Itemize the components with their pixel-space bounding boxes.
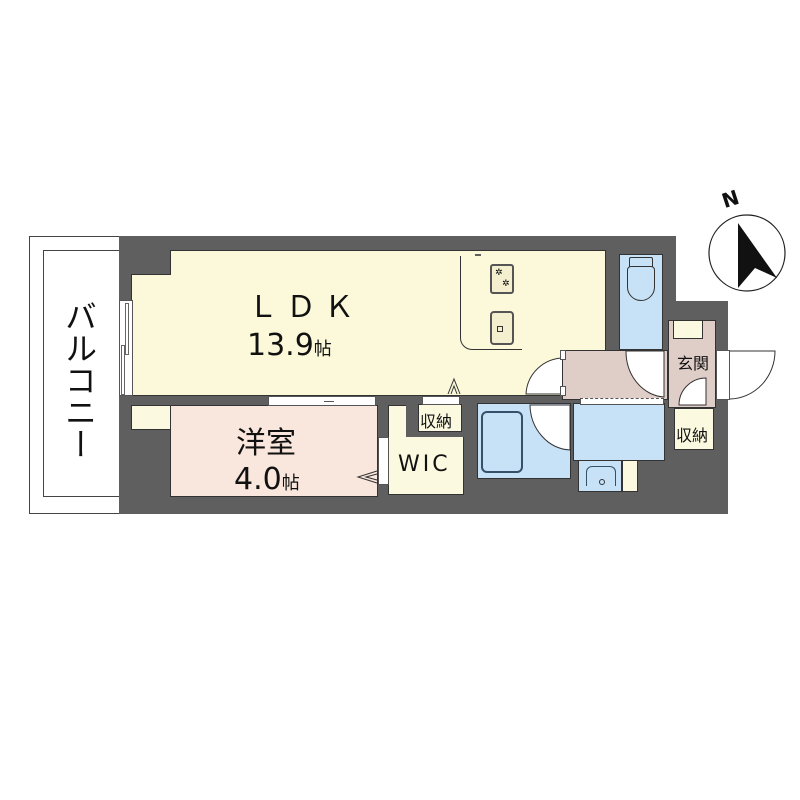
toilet-door-swing [625,351,665,398]
toilet-bowl-icon [627,266,655,301]
washer-space [622,460,638,492]
ldk-area-unit: 帖 [313,339,332,360]
bathtub-icon [481,411,523,473]
ldk-storage-door-mark [447,377,461,395]
washbasin-area [578,460,622,492]
wic-opening [378,437,389,485]
balcony-inner [43,250,121,497]
storage-1-label: 収納 [420,412,453,431]
stove-icon: ✲ ✲ [490,264,514,294]
balcony-label: バルコニー [60,300,98,460]
entrance-storage-door-swing [678,377,707,406]
western-room-name: 洋室 [236,426,296,461]
western-room-area-unit: 帖 [281,473,300,494]
compass-arrow-icon [708,214,786,292]
room-western[interactable] [170,405,378,497]
western-room-area-value: 4.0 [234,462,282,497]
compass-north-label: N [718,184,743,214]
wic-door-mark [356,470,378,484]
ldk-window[interactable] [119,300,133,396]
front-door-swing [729,350,776,400]
hall-frame-left [560,350,566,360]
ldk-name: ＬＤＫ [248,290,362,325]
washroom-sliding-door[interactable] [580,398,664,405]
room-washroom[interactable] [573,403,665,461]
entrance-label: 玄関 [677,354,710,373]
ldk-door-swing [525,357,565,395]
western-room-closet [131,405,171,430]
ldk-area: 13.9帖 [247,328,332,363]
storage-1-door[interactable] [422,396,460,405]
washbasin-icon [586,466,616,486]
western-room-sliding-door[interactable] [268,396,376,406]
room-storage-1[interactable] [418,404,462,432]
hall-frame-left-b [560,386,566,396]
wic-label: WIC [398,452,451,477]
sink-icon [490,311,514,345]
ldk-area-value: 13.9 [247,328,314,363]
storage-2-label: 収納 [676,426,709,445]
western-room-area: 4.0帖 [234,462,300,497]
bathroom-door-swing [529,404,571,451]
front-door-frame[interactable] [716,350,730,400]
room-storage-2[interactable] [674,408,714,450]
entrance-shoe-shelf [673,320,703,339]
compass [707,213,787,293]
